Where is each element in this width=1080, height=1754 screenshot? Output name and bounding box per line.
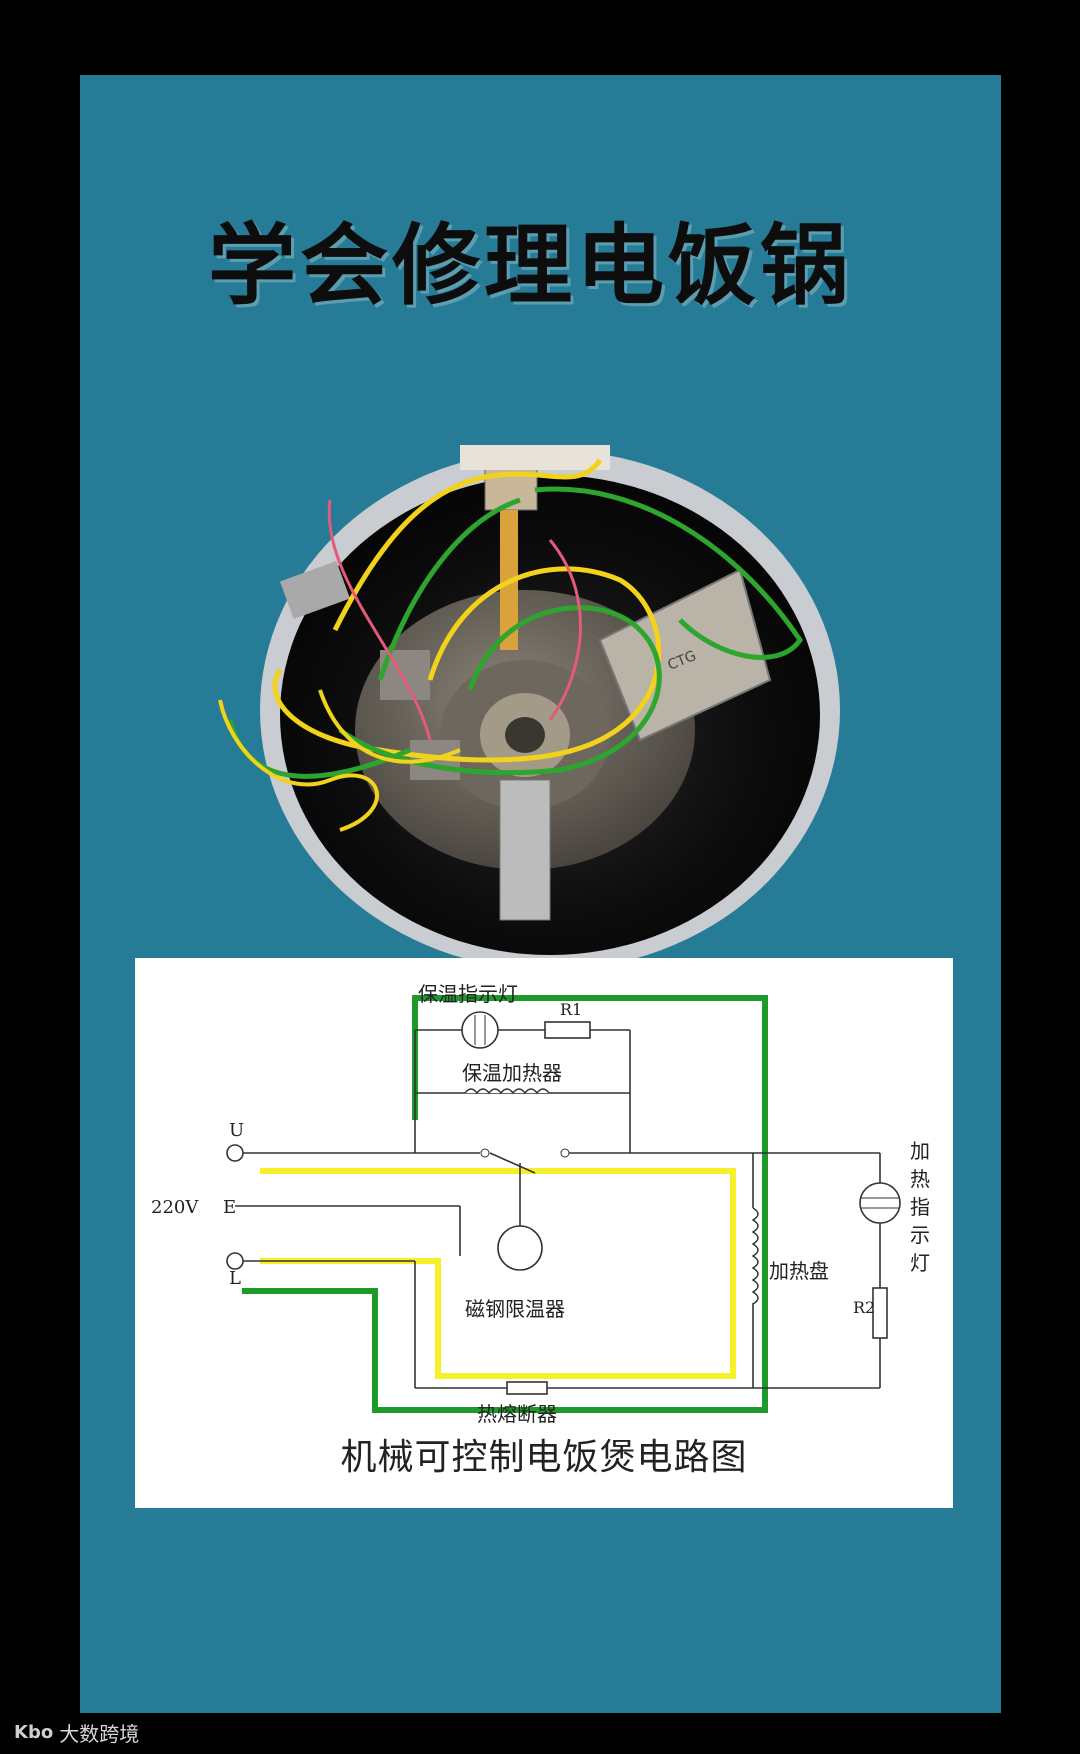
r1-label: R1 — [560, 1000, 582, 1019]
circuit-diagram: 保温指示灯 R1 保温加热器 U 220V E L 磁钢限温器 加热盘 R2 热… — [151, 982, 930, 1426]
watermark: Kbo 大数跨境 — [14, 1718, 139, 1747]
magnet-limiter-label: 磁钢限温器 — [465, 1297, 565, 1321]
r2-label: R2 — [853, 1298, 875, 1317]
watermark-text: 大数跨境 — [59, 1722, 140, 1746]
page-title: 学会修理电饭锅 — [207, 214, 852, 317]
u-label: U — [229, 1120, 244, 1141]
heating-plate-label: 加热盘 — [769, 1259, 829, 1283]
heat-lamp-label-4: 示 — [910, 1223, 930, 1247]
green-highlight-path — [242, 995, 768, 1413]
voltage-label: 220V — [151, 1197, 199, 1218]
diagram-caption: 机械可控制电饭煲电路图 — [340, 1437, 748, 1478]
thermal-fuse-label: 热熔断器 — [477, 1402, 557, 1426]
heat-lamp-label-3: 指 — [910, 1195, 930, 1219]
heat-lamp-label-1: 加 — [910, 1139, 930, 1163]
heat-lamp-label-2: 热 — [910, 1167, 930, 1191]
warm-heater-label: 保温加热器 — [462, 1061, 562, 1085]
l-label: L — [229, 1268, 241, 1289]
heat-lamp-label-5: 灯 — [910, 1251, 930, 1275]
circuit-diagram-card: 保温指示灯 R1 保温加热器 U 220V E L 磁钢限温器 加热盘 R2 热… — [135, 958, 953, 1508]
yellow-highlight-path — [260, 1168, 736, 1379]
e-label: E — [223, 1197, 236, 1218]
rice-cooker-photo: CTG — [218, 445, 840, 960]
warm-lamp-label: 保温指示灯 — [418, 982, 518, 1006]
watermark-logo: Kbo — [14, 1722, 54, 1743]
